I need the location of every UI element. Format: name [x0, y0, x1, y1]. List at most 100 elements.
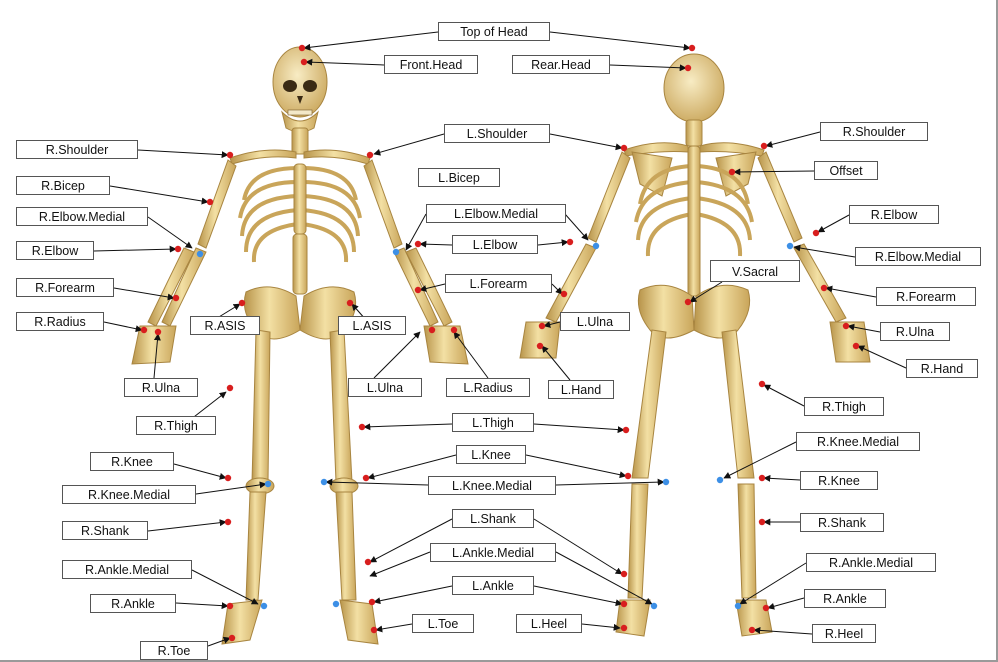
- marker-r-ankle-back: [763, 605, 769, 611]
- leader-l-thigh-front: [364, 424, 452, 427]
- front-right-clavicle: [230, 150, 296, 164]
- marker-l-hand: [537, 343, 543, 349]
- label-l-radius: L.Radius: [446, 378, 530, 397]
- marker-r-ankle-front: [227, 603, 233, 609]
- leader-r-knee-back: [764, 478, 800, 480]
- marker-offset: [729, 169, 735, 175]
- leader-r-ankle-back: [768, 598, 804, 608]
- marker-l-thigh-back: [623, 427, 629, 433]
- label-r-shank-back: R.Shank: [800, 513, 884, 532]
- marker-l-elbow-back: [567, 239, 573, 245]
- label-v-sacral: V.Sacral: [710, 260, 800, 282]
- marker-top-of-head-front: [299, 45, 305, 51]
- marker-l-knee-back: [625, 473, 631, 479]
- label-r-toe: R.Toe: [140, 641, 208, 660]
- label-l-elbow-medial: L.Elbow.Medial: [426, 204, 566, 223]
- leader-r-elbow-medial-front: [148, 217, 192, 248]
- label-r-ulna-front: R.Ulna: [124, 378, 198, 397]
- label-front-head: Front.Head: [384, 55, 478, 74]
- front-left-femur: [330, 330, 352, 482]
- label-l-knee-medial: L.Knee.Medial: [428, 476, 556, 495]
- marker-r-knee-medial-front: [265, 481, 271, 487]
- label-r-shank-front: R.Shank: [62, 521, 148, 540]
- leader-l-knee-front: [368, 455, 456, 478]
- marker-r-ankle-medial-front: [261, 603, 267, 609]
- label-l-asis: L.ASIS: [338, 316, 406, 335]
- marker-front-head: [301, 59, 307, 65]
- marker-r-asis: [239, 300, 245, 306]
- label-r-forearm-front: R.Forearm: [16, 278, 114, 297]
- label-r-shoulder-front: R.Shoulder: [16, 140, 138, 159]
- front-right-femur: [252, 330, 270, 482]
- label-l-shoulder: L.Shoulder: [444, 124, 550, 143]
- label-l-ankle: L.Ankle: [452, 576, 534, 595]
- marker-l-ankle-back: [621, 601, 627, 607]
- marker-v-sacral: [685, 299, 691, 305]
- leader-l-thigh-back: [534, 424, 624, 430]
- back-skeleton: [520, 54, 870, 636]
- label-r-elbow-front: R.Elbow: [16, 241, 94, 260]
- marker-r-thigh-back: [759, 381, 765, 387]
- marker-l-ulna-front: [429, 327, 435, 333]
- leader-l-ankle-medial-front: [370, 552, 430, 576]
- marker-l-knee-medial-back: [663, 479, 669, 485]
- leader-l-heel: [582, 624, 620, 628]
- label-r-ankle-medial-back: R.Ankle.Medial: [806, 553, 936, 572]
- label-l-shank: L.Shank: [452, 509, 534, 528]
- label-top-of-head: Top of Head: [438, 22, 550, 41]
- label-rear-head: Rear.Head: [512, 55, 610, 74]
- label-l-elbow: L.Elbow: [452, 235, 538, 254]
- marker-l-thigh-front: [359, 424, 365, 430]
- marker-r-knee-medial-back: [717, 477, 723, 483]
- back-left-forearm: [546, 244, 596, 322]
- marker-l-toe: [371, 627, 377, 633]
- back-left-femur: [632, 330, 666, 478]
- label-r-ankle-medial-front: R.Ankle.Medial: [62, 560, 192, 579]
- label-r-ankle-front: R.Ankle: [90, 594, 176, 613]
- leader-r-shoulder-back: [766, 132, 820, 146]
- leader-top-of-head-back: [550, 32, 690, 48]
- label-l-thigh: L.Thigh: [452, 413, 534, 432]
- marker-l-elbow-medial-back: [593, 243, 599, 249]
- label-r-forearm-back: R.Forearm: [876, 287, 976, 306]
- leader-r-shank-front: [148, 522, 226, 531]
- leader-r-radius: [104, 322, 142, 330]
- leader-l-shoulder-front: [374, 134, 444, 154]
- marker-r-shank-front: [225, 519, 231, 525]
- back-right-humerus: [758, 152, 802, 242]
- label-r-ankle-back: R.Ankle: [804, 589, 886, 608]
- marker-l-shank-back: [621, 571, 627, 577]
- leader-l-toe: [376, 624, 412, 630]
- marker-l-heel: [621, 625, 627, 631]
- leader-l-elbow-back: [538, 242, 568, 245]
- leader-l-ulna-front: [374, 332, 420, 378]
- marker-l-asis: [347, 300, 353, 306]
- marker-r-heel: [749, 627, 755, 633]
- marker-l-ankle-front: [369, 599, 375, 605]
- label-l-ulna-front: L.Ulna: [348, 378, 422, 397]
- front-sternum: [294, 164, 306, 234]
- marker-l-shoulder-back: [621, 145, 627, 151]
- front-right-hand-bones: [132, 326, 176, 364]
- leader-r-elbow-front: [94, 249, 176, 251]
- label-r-bicep: R.Bicep: [16, 176, 110, 195]
- marker-r-ulna-front: [155, 329, 161, 335]
- front-skeleton: [132, 47, 468, 644]
- marker-r-forearm-front: [173, 295, 179, 301]
- leader-l-elbow-front: [420, 244, 452, 245]
- back-left-foot-bones: [616, 600, 650, 636]
- label-l-forearm: L.Forearm: [445, 274, 552, 293]
- label-r-asis: R.ASIS: [190, 316, 260, 335]
- marker-r-shoulder-back: [761, 143, 767, 149]
- marker-top-of-head-back: [689, 45, 695, 51]
- label-l-hand: L.Hand: [548, 380, 614, 399]
- marker-r-shank-back: [759, 519, 765, 525]
- label-l-heel: L.Heel: [516, 614, 582, 633]
- marker-l-elbow-medial-front: [393, 249, 399, 255]
- label-r-shoulder-back: R.Shoulder: [820, 122, 928, 141]
- back-right-forearm: [794, 244, 846, 322]
- leader-r-thigh-back: [764, 385, 804, 406]
- label-l-bicep: L.Bicep: [418, 168, 500, 187]
- label-r-thigh-back: R.Thigh: [804, 397, 884, 416]
- marker-l-ulna-back: [539, 323, 545, 329]
